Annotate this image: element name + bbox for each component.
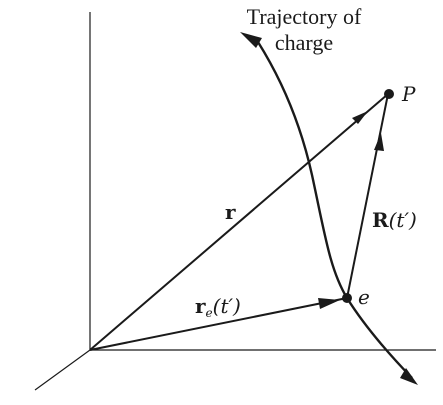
charge-e-label: e: [358, 285, 370, 309]
trajectory-arrow-lower: [400, 368, 418, 385]
vector-re-argument: (t′): [212, 294, 241, 318]
vector-R-arrowhead: [374, 133, 384, 151]
vector-R-label: R(t′): [372, 210, 417, 230]
vector-R: [346, 93, 389, 299]
trajectory-curve: [256, 41, 413, 379]
vector-r-label: r: [225, 200, 236, 224]
vector-re-label: re(t′): [195, 296, 241, 319]
point-P-dot: [384, 89, 394, 99]
caption-line-2: charge: [274, 30, 334, 55]
trajectory-arrow-upper: [240, 32, 262, 48]
charge-e-dot: [342, 293, 352, 303]
vector-r: [89, 93, 389, 351]
vector-re: [89, 297, 348, 351]
trajectory-caption: Trajectory of charge: [236, 4, 372, 56]
vector-R-argument: (t′): [388, 208, 417, 232]
vector-re-arrowhead: [318, 298, 340, 309]
vector-R-base: R: [372, 208, 389, 232]
caption-line-1: Trajectory of: [246, 4, 362, 29]
vector-re-base: r: [195, 294, 206, 318]
vector-r-arrowhead: [352, 111, 368, 124]
point-P-label: P: [402, 82, 416, 106]
vector-re-subscript: e: [205, 306, 213, 320]
x-axis: [34, 349, 91, 391]
